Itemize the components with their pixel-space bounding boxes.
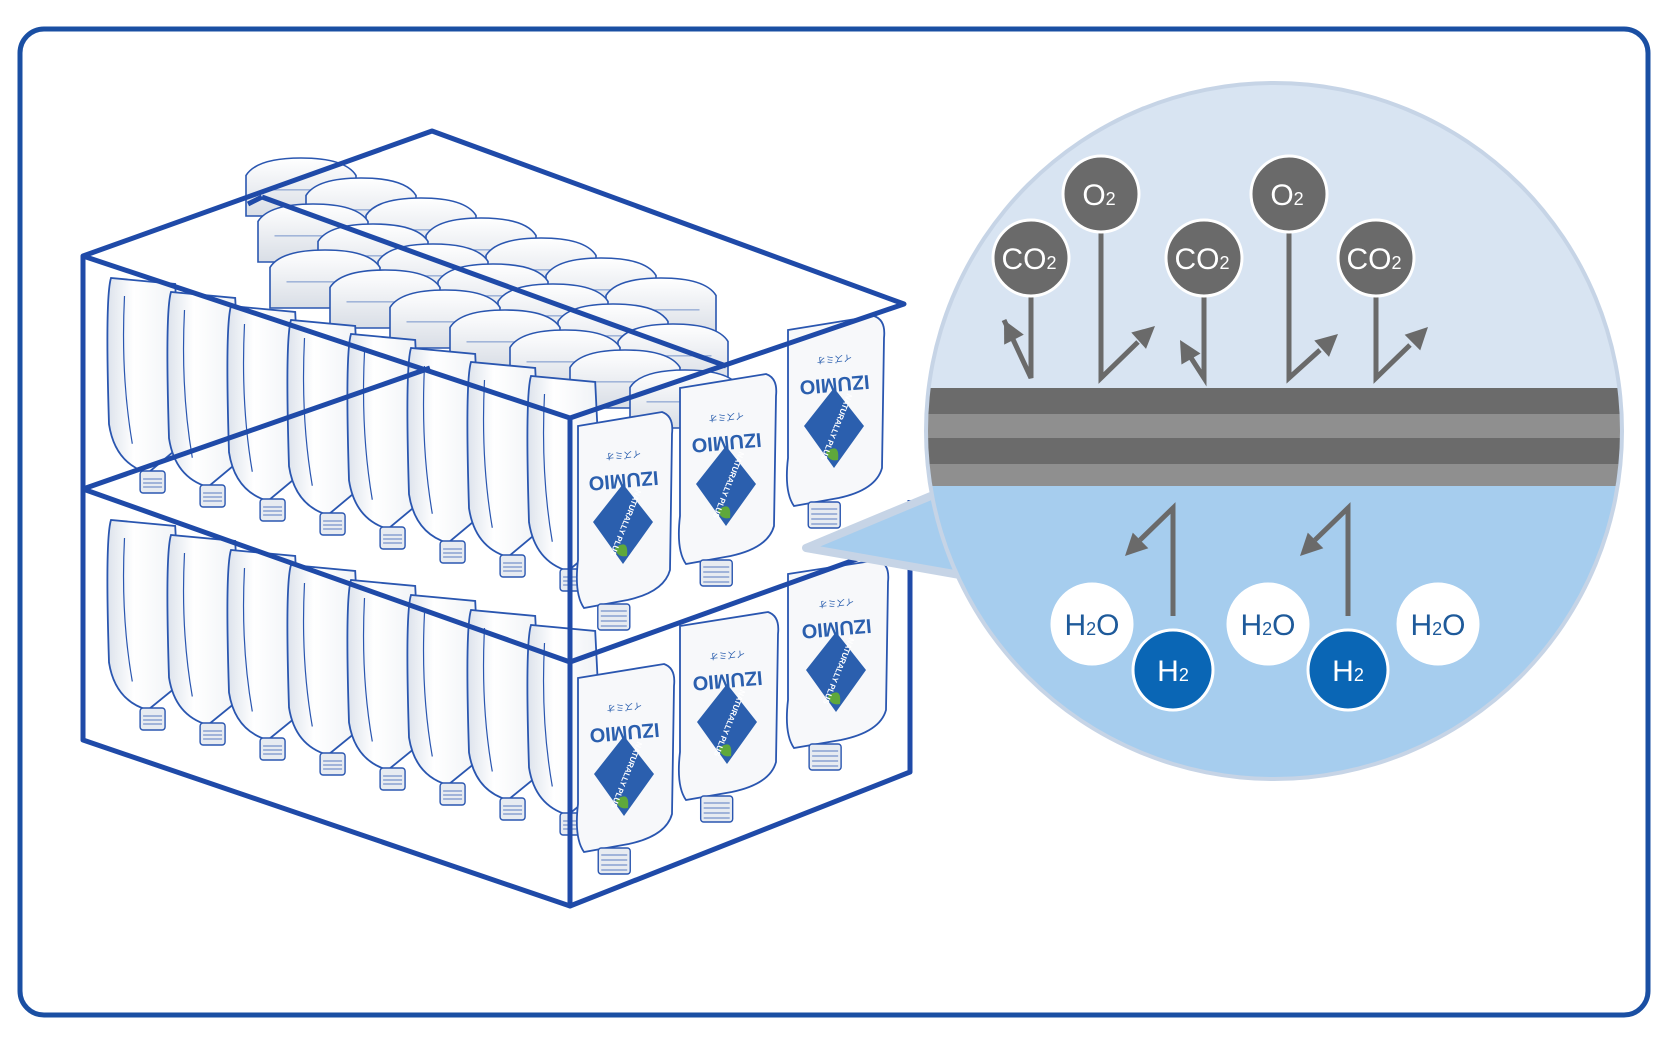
maker-label: イズミオ: [708, 410, 745, 424]
arrow-up-3: [1183, 296, 1207, 387]
o2-molecule: O2: [1061, 154, 1141, 234]
arrow-up-2: [1098, 232, 1140, 384]
leaf-icon: [828, 692, 841, 705]
pouch-side: [106, 519, 184, 731]
o2-molecule: O2: [1249, 154, 1329, 234]
h2-molecule: H2: [1131, 628, 1215, 712]
maker-label: イズミオ: [818, 596, 855, 610]
h2o-molecule: H2O: [1050, 582, 1134, 666]
pouch-side: [346, 333, 424, 550]
arrowhead-up-3: [1180, 340, 1201, 365]
container-frame: [80, 128, 913, 909]
pouch-side: [166, 534, 244, 746]
pouch-side: [106, 277, 184, 494]
arrowhead-down-2: [1300, 532, 1324, 556]
co2-molecule: CO2: [1336, 218, 1416, 298]
pouch-side: [346, 579, 424, 791]
pouch-side: [406, 347, 484, 564]
maker-label: イズミオ: [709, 648, 746, 662]
arrowhead-up-1: [1004, 320, 1024, 345]
leaf-icon: [718, 506, 731, 519]
arrow-up-4: [1286, 232, 1322, 384]
pouch-side: [226, 549, 304, 761]
leaf-icon: [719, 744, 732, 757]
arrowhead-up-2: [1131, 326, 1155, 349]
co2-molecule: CO2: [1164, 218, 1244, 298]
co2-molecule: CO2: [991, 218, 1071, 298]
leaf-icon: [826, 448, 839, 461]
h2-molecule: H2: [1306, 628, 1390, 712]
logo-badge: [696, 446, 756, 526]
maker-label: イズミオ: [605, 448, 642, 462]
leaf-icon: [615, 544, 628, 557]
logo-badge: [593, 484, 653, 564]
maker-label: イズミオ: [606, 700, 643, 714]
membrane-film: [928, 388, 1620, 486]
arrow-down-2: [1313, 502, 1351, 616]
arrow-up-5: [1373, 296, 1412, 384]
pouch-side: [286, 564, 364, 776]
arrowhead-down-1: [1125, 532, 1149, 556]
leaf-icon: [616, 796, 629, 809]
arrowhead-up-5: [1404, 327, 1428, 351]
pouch-side: [406, 594, 484, 806]
logo-badge: [806, 632, 866, 712]
pouch-side: [466, 361, 544, 578]
logo-badge: [594, 736, 654, 816]
diffusion-arrows: [1001, 232, 1428, 616]
h2o-molecule: H2O: [1226, 582, 1310, 666]
arrowhead-up-4: [1314, 334, 1338, 357]
logo-badge: [697, 684, 757, 764]
pouch-side: [226, 305, 304, 522]
maker-label: イズミオ: [816, 352, 853, 366]
h2o-molecule: H2O: [1396, 582, 1480, 666]
pouch-side: [286, 319, 364, 536]
pouch-side: [466, 609, 544, 821]
logo-badge: [804, 388, 864, 468]
arrow-down-1: [1138, 502, 1176, 616]
